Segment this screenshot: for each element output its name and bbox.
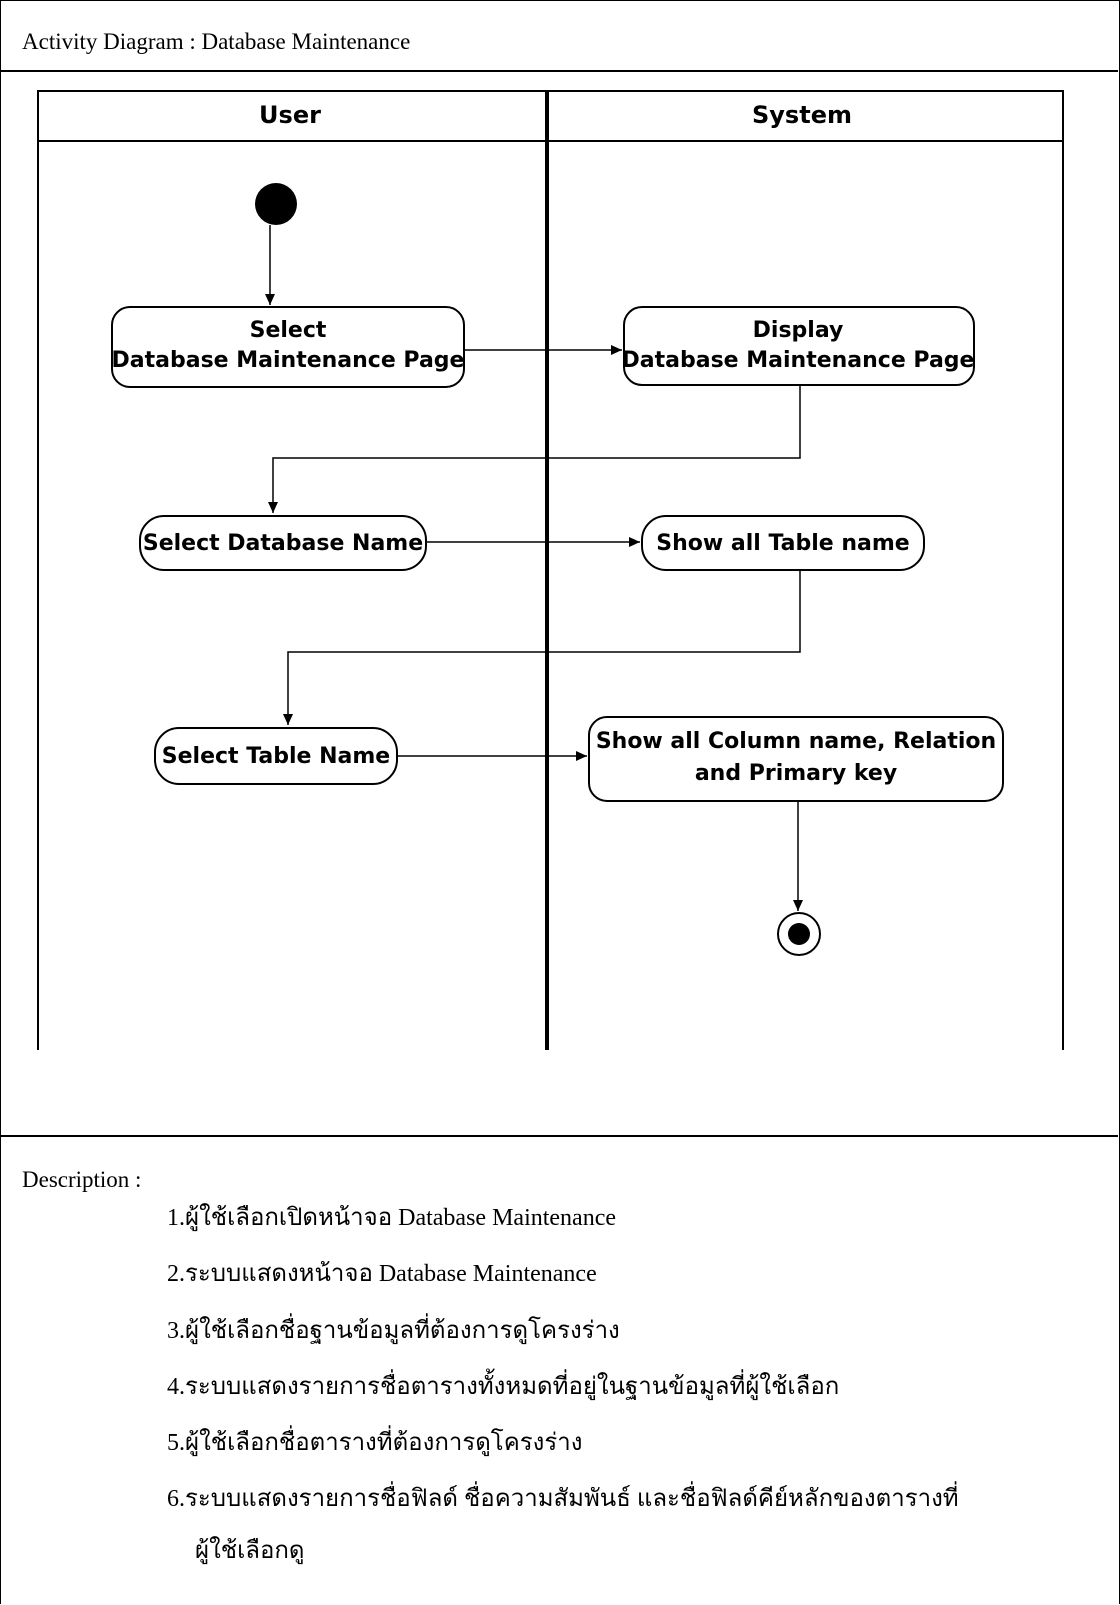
svg-text:and Primary key: and Primary key [695,761,897,786]
lane-user-title: User [259,101,321,129]
description-item: 5.ผู้ใช้เลือกชื่อตารางที่ต้องการดูโครงร่… [167,1430,583,1456]
svg-text:Show all Table name: Show all Table name [656,531,909,556]
description-item: 2.ระบบแสดงหน้าจอ Database Maintenance [167,1261,597,1287]
initial-node [255,183,297,225]
svg-text:Display: Display [753,318,844,343]
diagram-area [0,72,1118,1137]
description-item-continuation: ผู้ใช้เลือกดู [195,1538,305,1564]
action-show-columns: Show all Column name, Relation and Prima… [588,716,1004,802]
description-item: 1.ผู้ใช้เลือกเปิดหน้าจอ Database Mainten… [167,1205,617,1231]
action-select-database: Select Database Name [139,515,427,571]
svg-text:Select: Select [250,318,327,343]
svg-text:Select Database Name: Select Database Name [143,531,423,556]
description-title: Description : [22,1167,142,1192]
swimlanes [37,90,1064,1050]
svg-text:Database Maintenance Page: Database Maintenance Page [622,348,975,373]
action-show-tables: Show all Table name [641,515,925,571]
header-row: Activity Diagram : Database Maintenance [0,0,1118,72]
flow-display-to-selectdb [268,384,801,513]
diagram-title: Activity Diagram : Database Maintenance [22,29,411,54]
svg-text:Show all Column name, Relation: Show all Column name, Relation [596,729,996,754]
svg-text:Database Maintenance Page: Database Maintenance Page [112,348,465,373]
description-item: 4.ระบบแสดงรายการชื่อตารางทั้งหมดที่อยู่ใ… [167,1374,840,1400]
final-node [777,912,821,956]
description-item: 6.ระบบแสดงรายการชื่อฟิลด์ ชื่อความสัมพัน… [167,1486,959,1512]
action-select-page: Select Database Maintenance Page [111,306,465,388]
action-display-page: Display Database Maintenance Page [622,306,975,386]
flow-showtables-to-selecttable [283,571,801,725]
lane-system-title: System [752,101,852,129]
description-item: 3.ผู้ใช้เลือกชื่อฐานข้อมูลที่ต้องการดูโค… [167,1318,620,1344]
lane-header-box [37,90,1064,142]
svg-text:Select Table Name: Select Table Name [162,744,390,769]
control-flows [265,225,803,911]
action-select-table: Select Table Name [154,727,398,785]
